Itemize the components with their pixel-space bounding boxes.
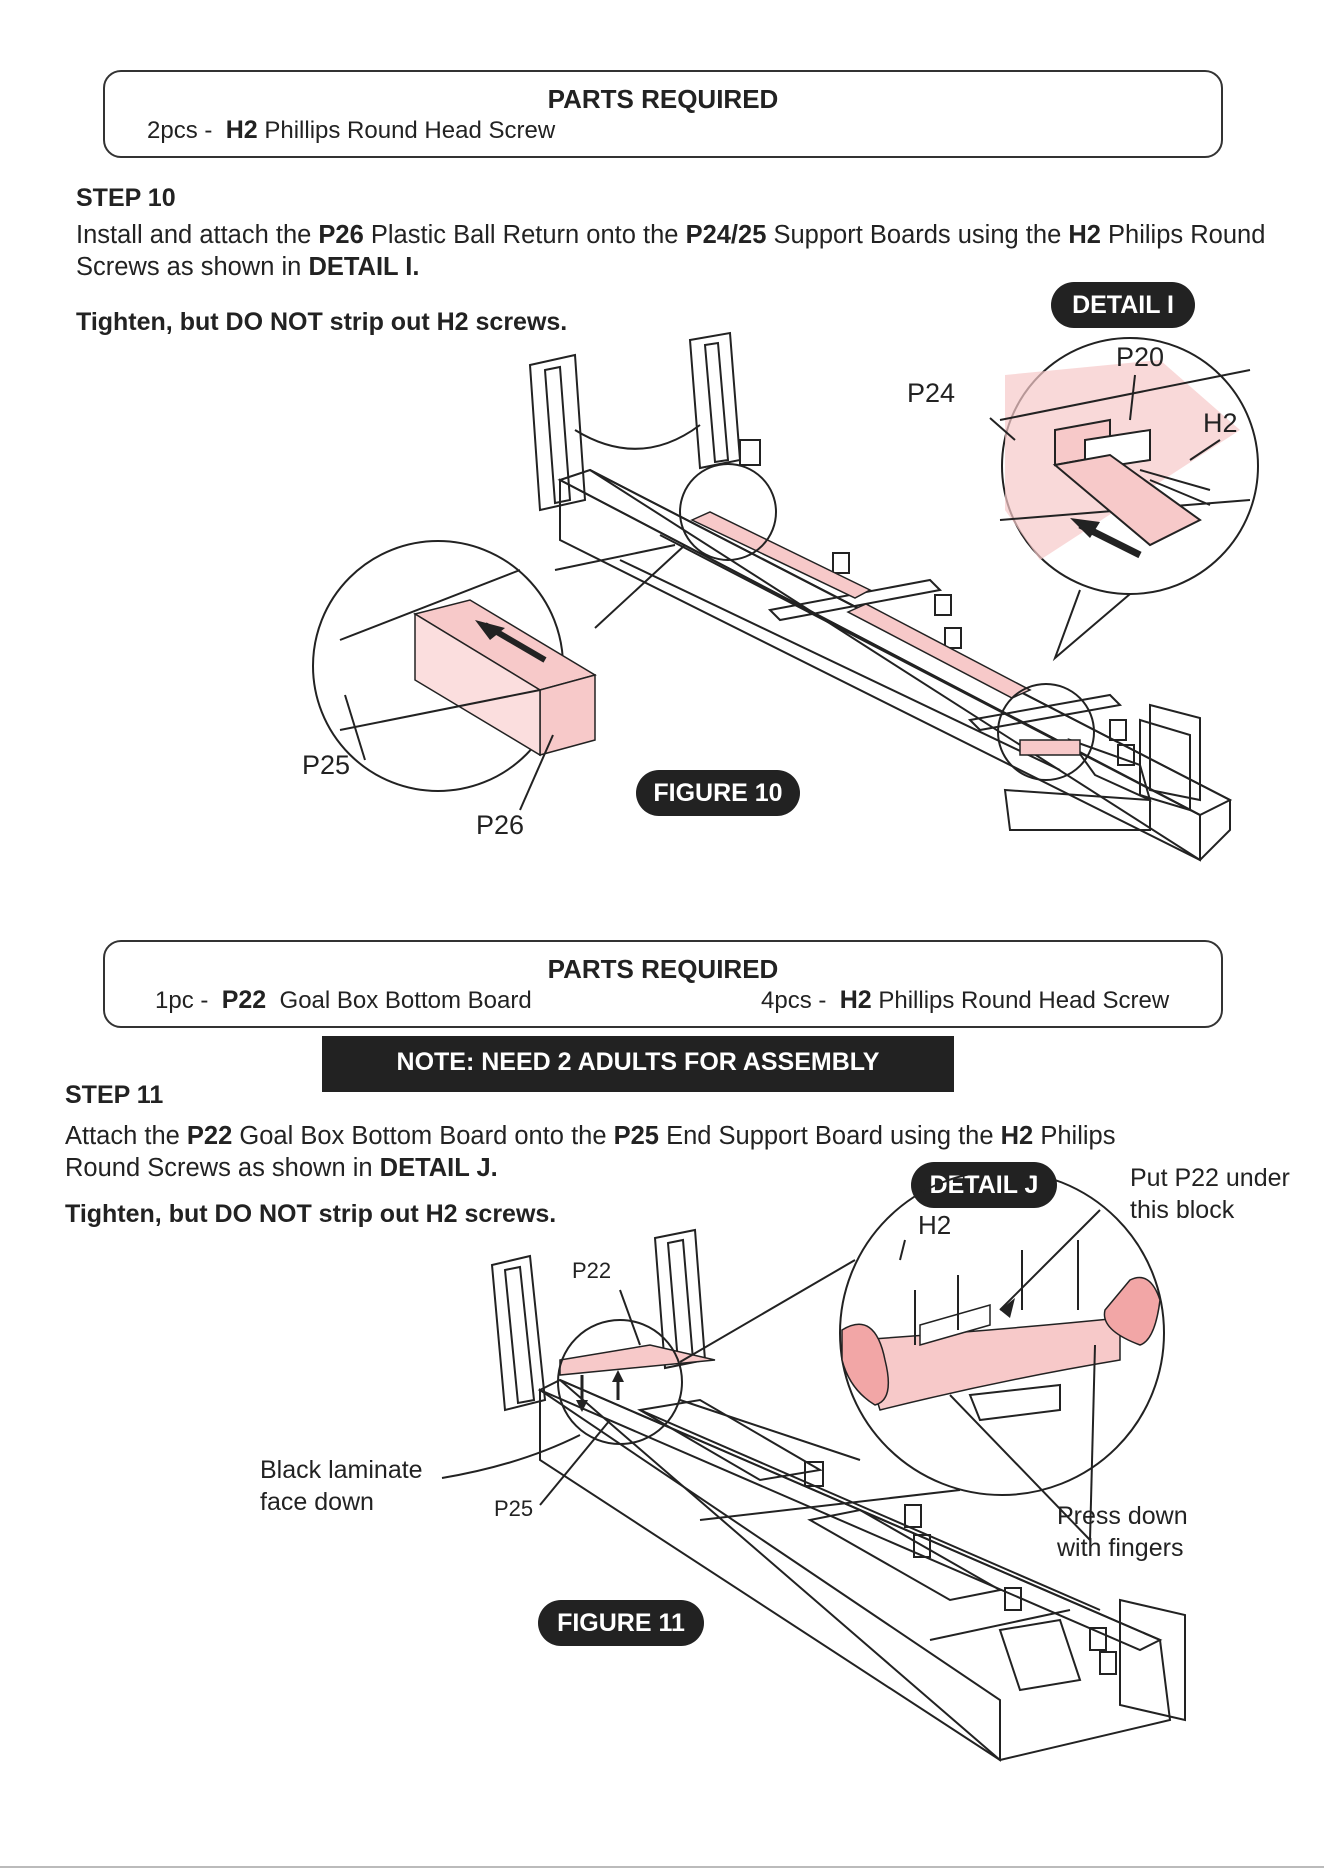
detail-i-badge: DETAIL I xyxy=(1051,282,1195,328)
part-qty: 1pc - xyxy=(155,987,209,1014)
instruction-run: Support Boards using the xyxy=(766,221,1069,249)
step-10-label: STEP 10 xyxy=(76,184,176,212)
instruction-run: H2 xyxy=(1000,1122,1034,1150)
step-11-instructions: Attach the P22 Goal Box Bottom Board ont… xyxy=(65,1120,1195,1184)
part-code: P22 xyxy=(221,986,267,1014)
callout-press-down: Press down with fingers xyxy=(1057,1500,1188,1564)
instruction-run: P24/25 xyxy=(685,221,767,249)
label-p24: P24 xyxy=(907,378,956,408)
adults-note-banner: NOTE: NEED 2 ADULTS FOR ASSEMBLY xyxy=(322,1036,954,1092)
instruction-run: P22 xyxy=(186,1122,233,1150)
step-11-warning: Tighten, but DO NOT strip out H2 screws. xyxy=(65,1200,557,1228)
label-p26: P26 xyxy=(476,810,525,840)
callout-line: Put P22 under xyxy=(1130,1164,1290,1192)
callout-put-under-block: Put P22 under this block xyxy=(1130,1162,1290,1226)
parts-required-box-step11: PARTS REQUIRED 1pc - P22 Goal Box Bottom… xyxy=(103,940,1223,1028)
instruction-run: DETAIL I. xyxy=(308,253,420,281)
instruction-run: Goal Box Bottom Board onto the xyxy=(232,1122,614,1150)
part-desc: Goal Box Bottom Board xyxy=(279,987,532,1014)
label-p20: P20 xyxy=(1116,342,1165,372)
part-desc: Phillips Round Head Screw xyxy=(878,987,1170,1014)
part-code: H2 xyxy=(225,116,258,144)
detail-j-badge: DETAIL J xyxy=(911,1162,1057,1208)
instruction-run: Philips Round Screws as shown in xyxy=(65,1122,1116,1182)
callout-line: Black laminate xyxy=(260,1456,423,1484)
bottom-edge-rule xyxy=(0,1866,1324,1868)
step-10-warning: Tighten, but DO NOT strip out H2 screws. xyxy=(76,308,568,336)
parts-required-box-step10: PARTS REQUIRED 2pcs - H2 Phillips Round … xyxy=(103,70,1223,158)
figure-10-badge: FIGURE 10 xyxy=(636,770,800,816)
callout-line: with fingers xyxy=(1057,1534,1184,1562)
callout-line: this block xyxy=(1130,1196,1235,1224)
instruction-run: Attach the xyxy=(65,1122,187,1150)
instruction-run: P26 xyxy=(318,221,364,249)
parts-item: 4pcs - H2 Phillips Round Head Screw xyxy=(761,986,1169,1015)
instruction-run: End Support Board using the xyxy=(658,1122,1001,1150)
instruction-run: P25 xyxy=(613,1122,659,1150)
label-p22: P22 xyxy=(572,1258,612,1283)
label-h2-detail-j: H2 xyxy=(918,1210,952,1240)
label-p25-fig11: P25 xyxy=(494,1496,534,1521)
callout-line: face down xyxy=(260,1488,374,1516)
part-qty: 4pcs - xyxy=(761,987,827,1014)
step-10-instructions: Install and attach the P26 Plastic Ball … xyxy=(76,219,1266,283)
label-p25: P25 xyxy=(302,750,351,780)
callout-black-laminate: Black laminate face down xyxy=(260,1454,423,1518)
parts-required-title: PARTS REQUIRED xyxy=(547,954,779,984)
parts-item: 1pc - P22 Goal Box Bottom Board xyxy=(155,986,532,1015)
part-desc: Phillips Round Head Screw xyxy=(264,117,556,144)
part-qty: 2pcs - xyxy=(147,117,213,144)
parts-item: 2pcs - H2 Phillips Round Head Screw xyxy=(147,116,555,145)
step-11-label: STEP 11 xyxy=(65,1081,164,1109)
instruction-run: Install and attach the xyxy=(76,221,319,249)
instruction-run: Plastic Ball Return onto the xyxy=(363,221,686,249)
instruction-run: Philips Round Screws as shown in xyxy=(76,221,1266,281)
figure-10-illustration xyxy=(312,331,1259,862)
part-code: H2 xyxy=(839,986,872,1014)
parts-required-title: PARTS REQUIRED xyxy=(547,84,779,114)
label-h2-detail-i: H2 xyxy=(1203,408,1238,438)
figure-11-badge: FIGURE 11 xyxy=(538,1600,704,1646)
callout-line: Press down xyxy=(1057,1502,1188,1530)
instruction-run: DETAIL J. xyxy=(379,1154,498,1182)
instruction-run: H2 xyxy=(1068,221,1101,249)
